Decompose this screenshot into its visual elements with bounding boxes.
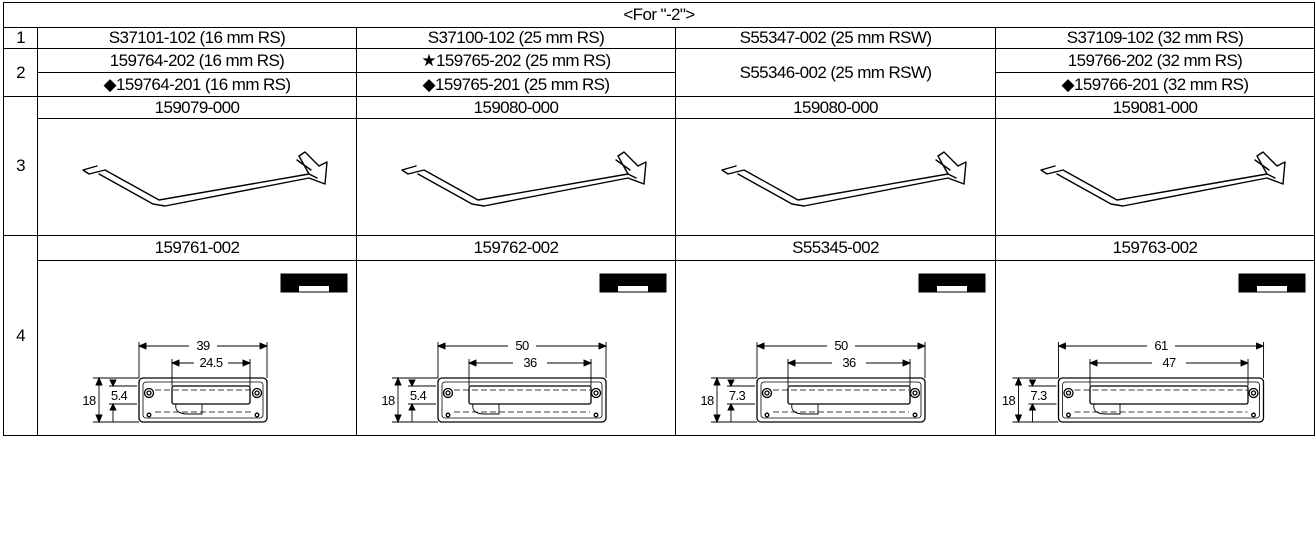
part-label: 159080-000 (675, 96, 996, 119)
part-cell: 159764-202 (16 mm RS) (37, 48, 357, 73)
wire-figure-cell (675, 118, 996, 236)
plate-figure-cell: 39 24.5 18 5.4 (37, 260, 357, 436)
row-number: 3 (3, 96, 38, 236)
part-cell: S37100-102 (25 mm RS) (356, 27, 676, 49)
part-label: 159079-000 (37, 96, 357, 119)
part-cell: S37101-102 (16 mm RS) (37, 27, 357, 49)
plate-drawing: 50 36 18 5.4 (380, 273, 667, 424)
dim-height: 18 (1002, 393, 1016, 408)
part-cell: ◆159766-201 (32 mm RS) (995, 72, 1315, 97)
dim-outer-width: 50 (515, 338, 529, 353)
plate-figure-cell: 50 36 18 5.4 (356, 260, 676, 436)
part-cell: S55347-002 (25 mm RSW) (675, 27, 996, 49)
wire-spring-icon (997, 122, 1314, 232)
part-cell: S37109-102 (32 mm RS) (995, 27, 1315, 49)
dim-inner-width: 36 (523, 355, 537, 370)
row-number: 2 (3, 48, 38, 97)
dim-inner-width: 47 (1162, 355, 1176, 370)
part-label: S55345-002 (675, 235, 996, 261)
plate-drawing: 39 24.5 18 5.4 (81, 273, 348, 424)
dim-height: 18 (700, 393, 714, 408)
part-cell-merged: S55346-002 (25 mm RSW) (675, 48, 996, 97)
table-header: <For "-2"> (3, 2, 1315, 28)
plate-drawing: 50 36 18 7.3 (699, 273, 986, 424)
dim-outer-width: 39 (196, 338, 210, 353)
wire-spring-icon (39, 122, 356, 232)
plate-section-icon (918, 273, 986, 293)
plate-section-icon (280, 273, 348, 293)
dim-inner-width: 24.5 (200, 355, 223, 370)
row-number: 1 (3, 27, 38, 49)
plate-section-icon (599, 273, 667, 293)
plate-figure-cell: 50 36 18 7.3 (675, 260, 996, 436)
part-cell: 159766-202 (32 mm RS) (995, 48, 1315, 73)
dim-outer-width: 61 (1154, 338, 1168, 353)
dim-slot: 7.3 (1030, 388, 1047, 403)
wire-figure-cell (37, 118, 357, 236)
plate-drawing: 61 47 18 7.3 (1000, 273, 1306, 424)
part-label: 159763-002 (995, 235, 1315, 261)
plate-section-icon (1238, 273, 1306, 293)
part-label: 159081-000 (995, 96, 1315, 119)
wire-spring-icon (677, 122, 995, 232)
wire-figure-cell (995, 118, 1315, 236)
part-label: 159762-002 (356, 235, 676, 261)
wire-figure-cell (356, 118, 676, 236)
dim-height: 18 (82, 393, 96, 408)
dim-slot: 7.3 (729, 388, 746, 403)
part-cell: ◆159765-201 (25 mm RS) (356, 72, 676, 97)
dim-inner-width: 36 (842, 355, 856, 370)
plate-figure-cell: 61 47 18 7.3 (995, 260, 1315, 436)
dim-slot: 5.4 (410, 388, 427, 403)
wire-spring-icon (358, 122, 675, 232)
parts-table: <For "-2"> 1 S37101-102 (16 mm RS) S3710… (3, 2, 1315, 436)
part-cell: ◆159764-201 (16 mm RS) (37, 72, 357, 97)
part-label: 159761-002 (37, 235, 357, 261)
row-number: 4 (3, 235, 38, 436)
dim-outer-width: 50 (834, 338, 848, 353)
part-label: 159080-000 (356, 96, 676, 119)
dim-height: 18 (381, 393, 395, 408)
dim-slot: 5.4 (111, 388, 128, 403)
part-cell: ★159765-202 (25 mm RS) (356, 48, 676, 73)
